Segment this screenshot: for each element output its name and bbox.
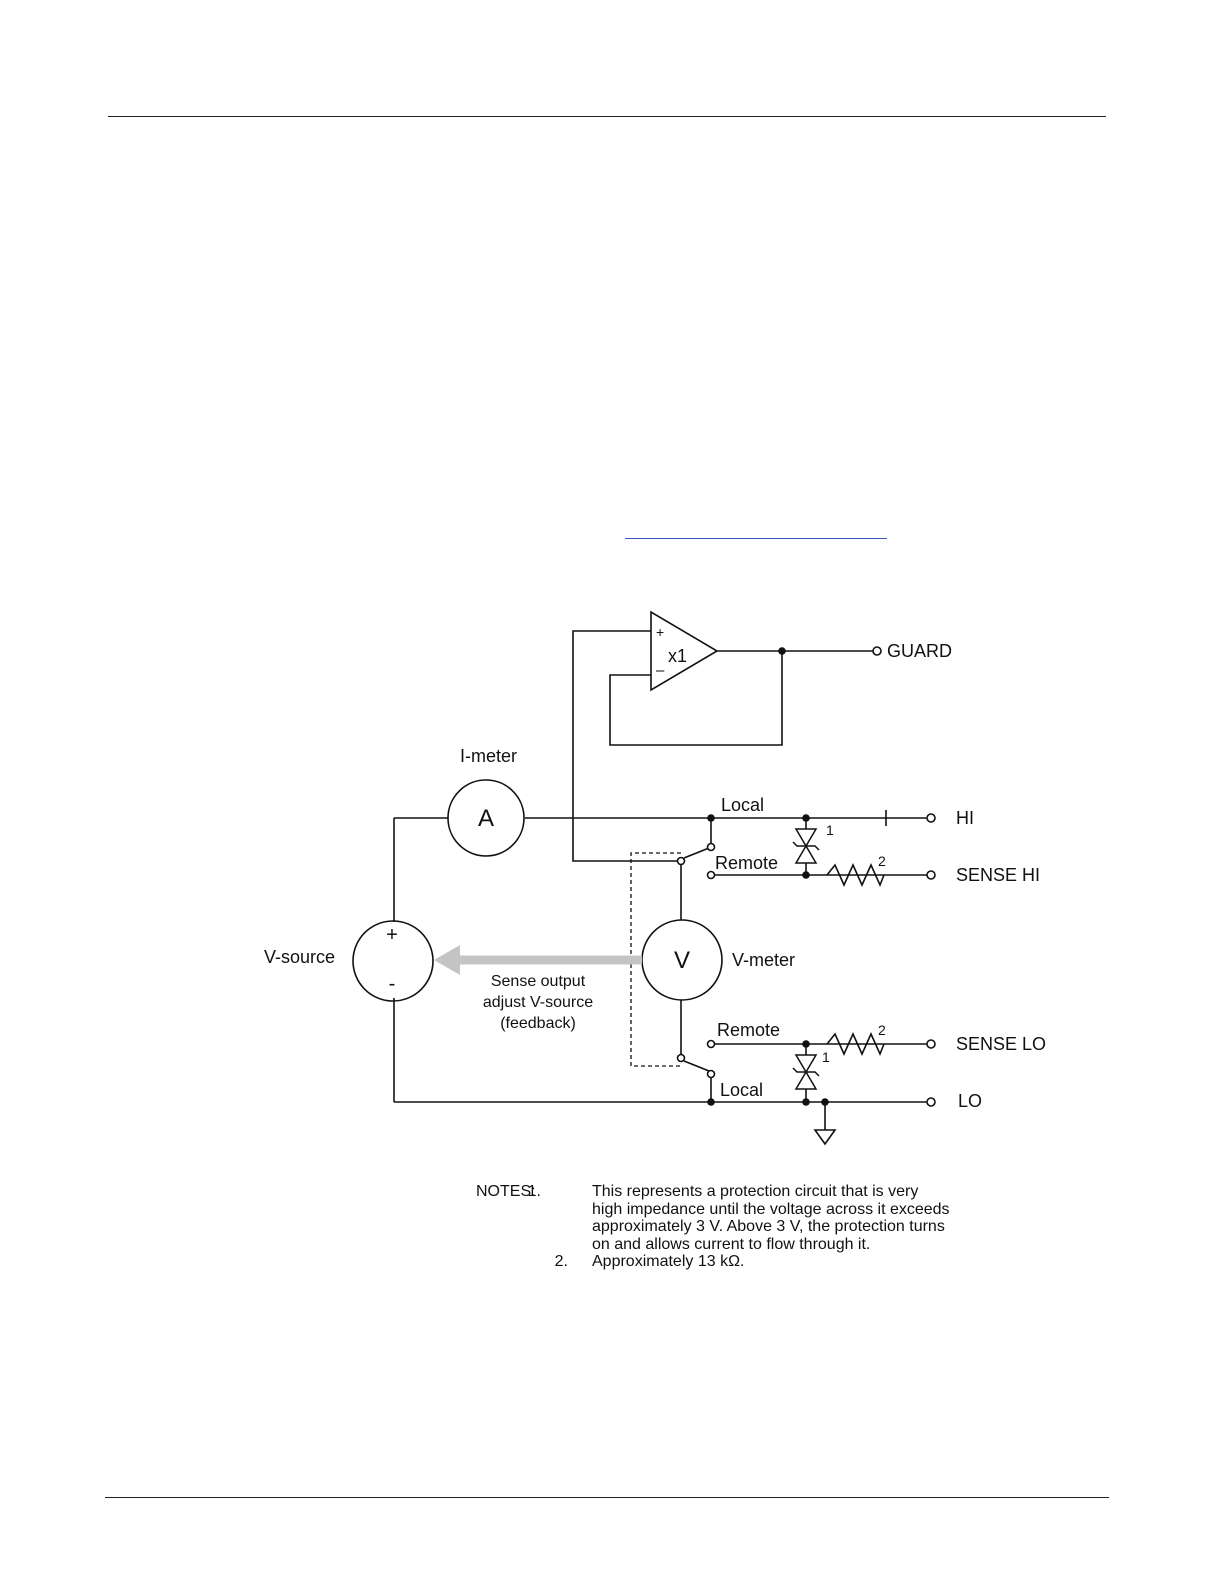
lo-protection-ref: 1 bbox=[822, 1049, 830, 1065]
note-number: 1. bbox=[527, 1183, 541, 1200]
hi-local-label: Local bbox=[721, 795, 764, 815]
lo-remote-label: Remote bbox=[717, 1020, 780, 1040]
feedback-label-line-1: Sense output bbox=[491, 973, 586, 990]
hi-protection-ref: 1 bbox=[826, 822, 834, 838]
feedback-arrow-icon bbox=[434, 945, 460, 975]
lo-terminal-label: LO bbox=[958, 1091, 982, 1111]
note-2: Approximately 13 kΩ. bbox=[592, 1253, 992, 1271]
note-line: Approximately 13 kΩ. bbox=[592, 1253, 745, 1270]
guard-label: GUARD bbox=[887, 641, 952, 661]
amp-plus-label: + bbox=[656, 624, 664, 640]
hi-switch-pivot-icon bbox=[676, 856, 686, 866]
lo-terminal-icon bbox=[926, 1097, 936, 1107]
sense-hi-terminal-label: SENSE HI bbox=[956, 865, 1040, 885]
v-meter-label: V-meter bbox=[732, 950, 795, 970]
junction-dot bbox=[802, 814, 810, 822]
i-meter-symbol: A bbox=[478, 805, 494, 832]
notes-heading: NOTES: bbox=[476, 1183, 536, 1200]
hi-resistor-ref: 2 bbox=[878, 853, 886, 869]
sense-lo-terminal-label: SENSE LO bbox=[956, 1034, 1046, 1054]
amp-gain-label: x1 bbox=[668, 646, 687, 666]
hi-remote-label: Remote bbox=[715, 853, 778, 873]
note-line: high impedance until the voltage across … bbox=[592, 1200, 950, 1218]
schematic-wires bbox=[352, 610, 936, 1146]
v-source-label: V-source bbox=[264, 947, 335, 967]
feedback-label-line-3: (feedback) bbox=[500, 1015, 576, 1032]
junction-dot bbox=[821, 1098, 829, 1106]
lo-local-label: Local bbox=[720, 1080, 763, 1100]
lo-switch-pivot-icon bbox=[676, 1053, 686, 1063]
junction-dot bbox=[802, 1098, 810, 1106]
junction-dot bbox=[802, 1040, 810, 1048]
lo-local-contact-icon bbox=[706, 1069, 716, 1079]
v-source-plus: + bbox=[386, 924, 398, 946]
v-source-minus: - bbox=[389, 973, 396, 995]
junction-dot bbox=[707, 1098, 715, 1106]
hi-switch-blade bbox=[683, 847, 710, 859]
lo-remote-contact-icon bbox=[706, 1039, 716, 1049]
lo-switch-blade bbox=[683, 1060, 710, 1072]
hi-terminal-icon bbox=[926, 813, 936, 823]
note-line: approximately 3 V. Above 3 V, the protec… bbox=[592, 1218, 945, 1235]
amplifier-feedback-wire bbox=[609, 651, 783, 746]
hi-terminal-label: HI bbox=[956, 808, 974, 828]
hi-remote-contact-icon bbox=[706, 870, 716, 880]
junction-dot bbox=[707, 814, 715, 822]
junction-dot bbox=[802, 871, 810, 879]
lo-resistor-ref: 2 bbox=[878, 1022, 886, 1038]
feedback-label-line-2: adjust V-source bbox=[483, 994, 593, 1011]
hi-local-contact-icon bbox=[706, 842, 716, 852]
junction-dots bbox=[707, 647, 829, 1106]
sense-hi-resistor-icon bbox=[826, 863, 885, 888]
sense-hi-terminal-icon bbox=[926, 870, 936, 880]
note-number: 2. bbox=[554, 1253, 568, 1270]
guard-input-wire bbox=[572, 630, 681, 862]
junction-dot bbox=[778, 647, 786, 655]
amp-minus-label: – bbox=[656, 662, 665, 679]
lo-protection-icon bbox=[792, 1054, 820, 1090]
note-line: on and allows current to flow through it… bbox=[592, 1235, 871, 1253]
cross-reference-link[interactable] bbox=[625, 538, 887, 539]
i-meter-circle bbox=[447, 779, 525, 857]
note-line: This represents a protection circuit tha… bbox=[592, 1183, 919, 1200]
footer-rule bbox=[105, 1497, 1109, 1498]
v-source-circle bbox=[352, 920, 434, 1002]
ground-icon bbox=[813, 1129, 837, 1146]
i-meter-label: I-meter bbox=[460, 746, 517, 766]
guard-buffer-amplifier bbox=[650, 610, 719, 692]
v-meter-symbol: V bbox=[674, 947, 690, 974]
sense-lo-resistor-icon bbox=[826, 1032, 885, 1057]
header-rule bbox=[108, 116, 1106, 117]
guard-terminal-icon bbox=[872, 646, 882, 656]
hi-protection-icon bbox=[792, 828, 820, 864]
note-1: This represents a protection circuit tha… bbox=[592, 1183, 992, 1253]
sense-lo-terminal-icon bbox=[926, 1039, 936, 1049]
